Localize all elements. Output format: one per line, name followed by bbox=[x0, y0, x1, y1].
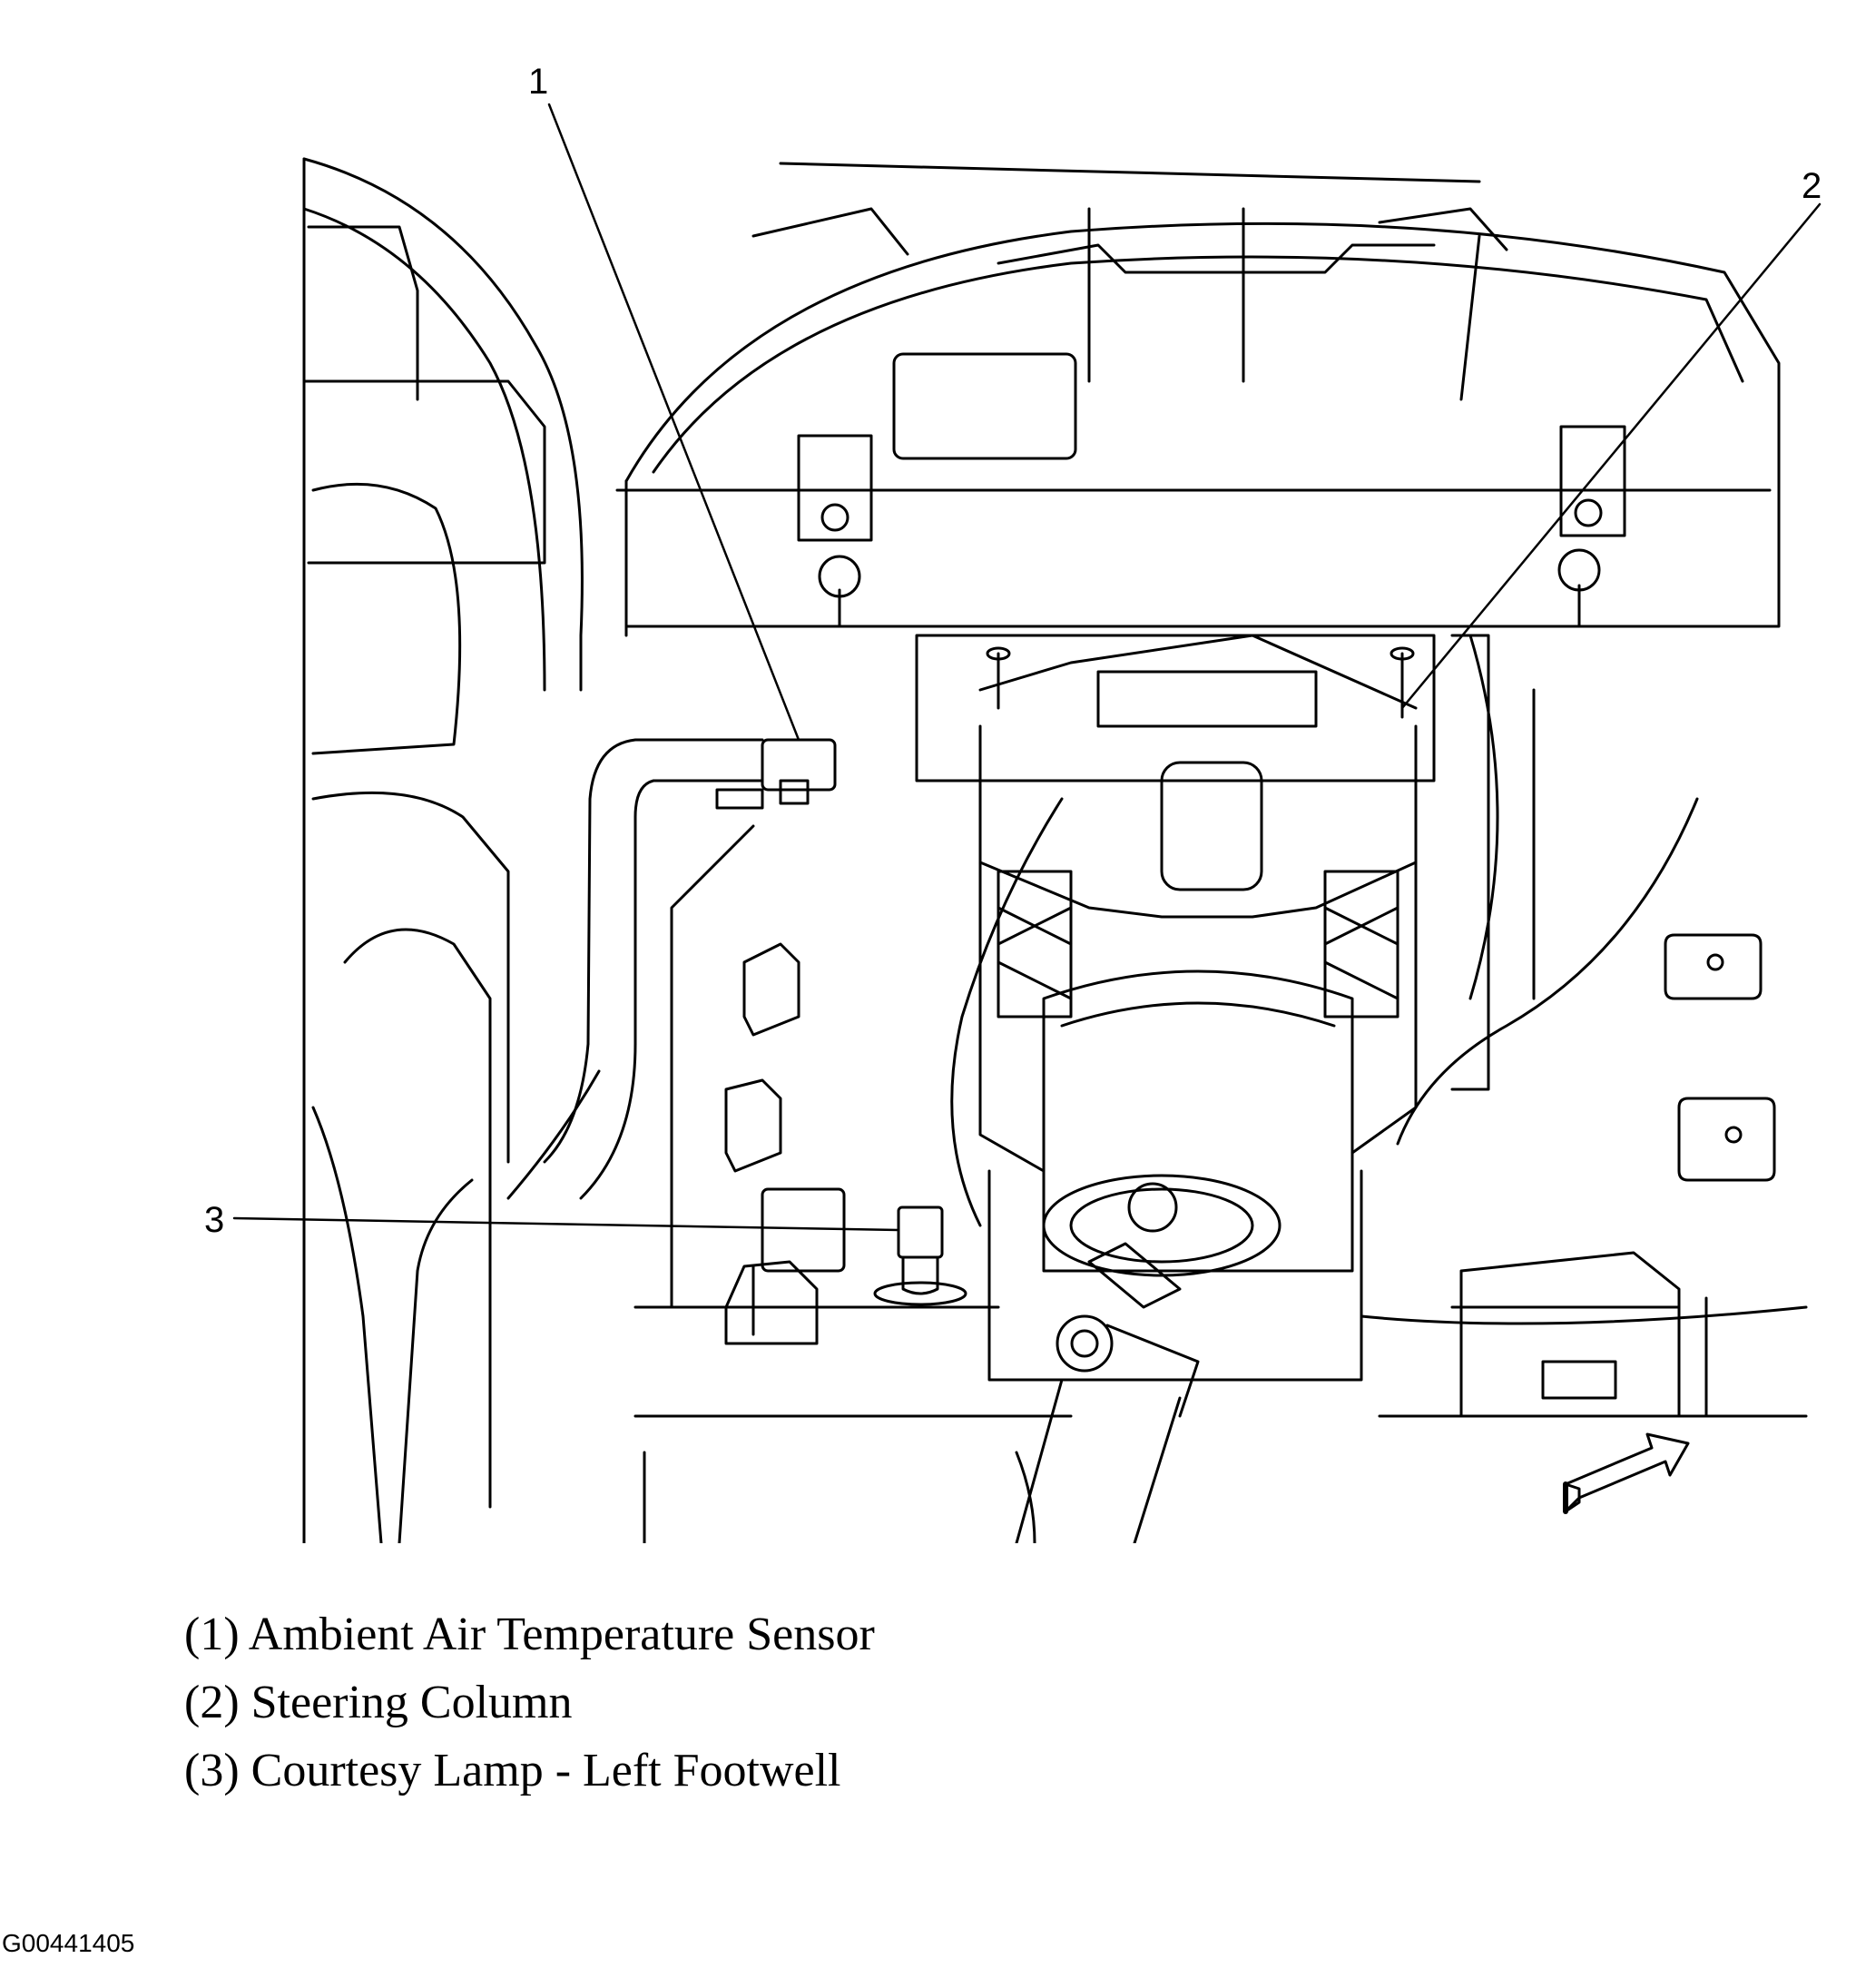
leader-line-3 bbox=[232, 1216, 900, 1232]
ambient-air-temperature-sensor bbox=[715, 738, 837, 810]
legend-item-3: (3) Courtesy Lamp - Left Footwell bbox=[184, 1745, 841, 1796]
leader-line-1 bbox=[547, 103, 800, 742]
module-box bbox=[1450, 1251, 1708, 1418]
legend-item-1: (1) Ambient Air Temperature Sensor bbox=[184, 1609, 875, 1660]
floor-contour bbox=[633, 688, 1808, 1543]
left-side-panel bbox=[302, 157, 584, 1543]
arrow-forward-icon bbox=[1563, 1432, 1690, 1514]
wall-clips bbox=[724, 933, 1776, 1182]
leader-line-2 bbox=[1400, 202, 1822, 710]
callout-labels: 1 2 3 bbox=[204, 62, 1822, 1240]
leader-lines bbox=[232, 103, 1822, 1232]
legend-item-2: (2) Steering Column bbox=[184, 1677, 573, 1728]
diagram-illustration: 1 2 3 bbox=[204, 62, 1822, 1543]
callout-number-2: 2 bbox=[1802, 166, 1822, 206]
legend: (1) Ambient Air Temperature Sensor (2) S… bbox=[184, 1611, 875, 1816]
steering-column-bracket bbox=[915, 634, 1499, 1173]
wiring-harness bbox=[506, 738, 764, 1200]
callout-number-1: 1 bbox=[528, 62, 548, 102]
courtesy-lamp bbox=[873, 1206, 967, 1306]
figure-id: G00441405 bbox=[2, 1929, 135, 1957]
floor-connector bbox=[724, 1187, 846, 1345]
callout-number-3: 3 bbox=[204, 1200, 224, 1240]
instrument-panel bbox=[615, 162, 1781, 637]
steering-column bbox=[987, 969, 1363, 1543]
